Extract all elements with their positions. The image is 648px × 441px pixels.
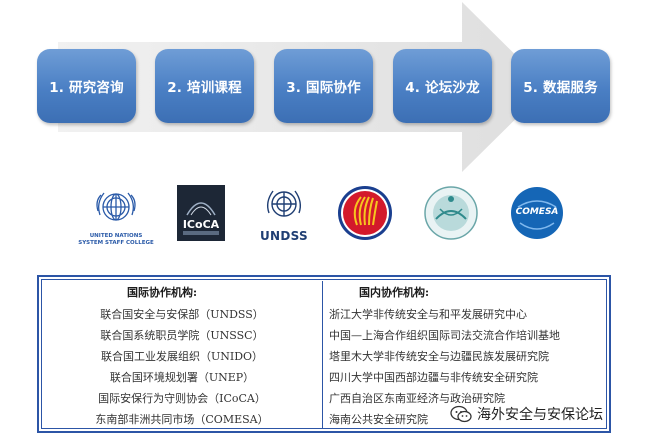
partner-table xyxy=(37,275,611,433)
intl-partner-item: 东南部非洲共同市场（COMESA） xyxy=(95,413,269,426)
step-label: 3. 国际协作 xyxy=(286,80,361,96)
intl-partners-header: 国际协作机构: xyxy=(127,286,198,299)
step-intl-cooperation: 3. 国际协作 xyxy=(274,49,373,123)
unssc-line2: SYSTEM STAFF COLLEGE xyxy=(78,239,154,246)
unssc-logo: UNITED NATIONS SYSTEM STAFF COLLEGE xyxy=(76,185,156,246)
intl-partner-item: 联合国安全与安保部（UNDSS） xyxy=(100,308,264,321)
icoca-emblem-icon xyxy=(177,185,225,241)
asean-logo xyxy=(337,185,393,241)
process-flow: 1. 研究咨询 2. 培训课程 3. 国际协作 4. 论坛沙龙 5. 数据服务 xyxy=(0,0,648,180)
undss-logo: UNDSS xyxy=(253,185,315,245)
icoca-text: ICoCA xyxy=(182,218,220,231)
partner-table-inner xyxy=(41,279,607,429)
comesa-emblem-icon xyxy=(511,187,563,239)
step-label: 5. 数据服务 xyxy=(523,80,598,96)
unssc-line1: UNITED NATIONS xyxy=(89,233,143,239)
comesa-text: COMESA xyxy=(515,207,559,217)
domestic-partner-item: 中国—上海合作组织国际司法交流合作培训基地 xyxy=(329,329,560,342)
step-training: 2. 培训课程 xyxy=(155,49,254,123)
domestic-partner-item: 塔里木大学非传统安全与边疆民族发展研究院 xyxy=(329,350,549,363)
column-divider xyxy=(322,281,323,428)
intl-partner-item: 国际安保行为守则协会（ICoCA） xyxy=(98,392,266,405)
step-forum: 4. 论坛沙龙 xyxy=(393,49,492,123)
intl-partner-item: 联合国环境规划署（UNEP） xyxy=(109,371,255,384)
step-label: 4. 论坛沙龙 xyxy=(405,80,480,96)
domestic-partner-item: 海南公共安全研究院 xyxy=(329,413,428,426)
comesa-logo: COMESA xyxy=(510,185,564,241)
un-emblem-icon xyxy=(266,190,302,217)
asean-emblem-icon xyxy=(338,186,392,240)
domestic-partner-item: 浙江大学非传统安全与和平发展研究中心 xyxy=(329,308,527,321)
watermark: 海外安全与安保论坛 xyxy=(447,403,606,425)
sco-emblem-icon xyxy=(424,186,478,240)
domestic-partners-header: 国内协作机构: xyxy=(359,286,430,299)
undss-text: UNDSS xyxy=(260,229,308,243)
intl-partner-item: 联合国系统职员学院（UNSSC） xyxy=(100,329,264,342)
step-label: 1. 研究咨询 xyxy=(49,80,124,96)
icoca-logo: ICoCA xyxy=(177,185,225,241)
sco-logo xyxy=(424,185,478,241)
intl-partner-item: 联合国工业发展组织（UNIDO） xyxy=(100,350,264,363)
domestic-partner-item: 广西自治区东南亚经济与政治研究院 xyxy=(329,392,505,405)
step-data-service: 5. 数据服务 xyxy=(511,49,610,123)
wechat-icon xyxy=(450,405,472,423)
step-research: 1. 研究咨询 xyxy=(37,49,136,123)
watermark-text: 海外安全与安保论坛 xyxy=(477,407,603,423)
unssc-text: UNITED NATIONS SYSTEM STAFF COLLEGE xyxy=(76,233,156,246)
domestic-partner-item: 四川大学中国西部边疆与非传统安全研究院 xyxy=(329,371,538,384)
step-label: 2. 培训课程 xyxy=(167,80,242,96)
un-emblem-icon xyxy=(96,192,136,221)
